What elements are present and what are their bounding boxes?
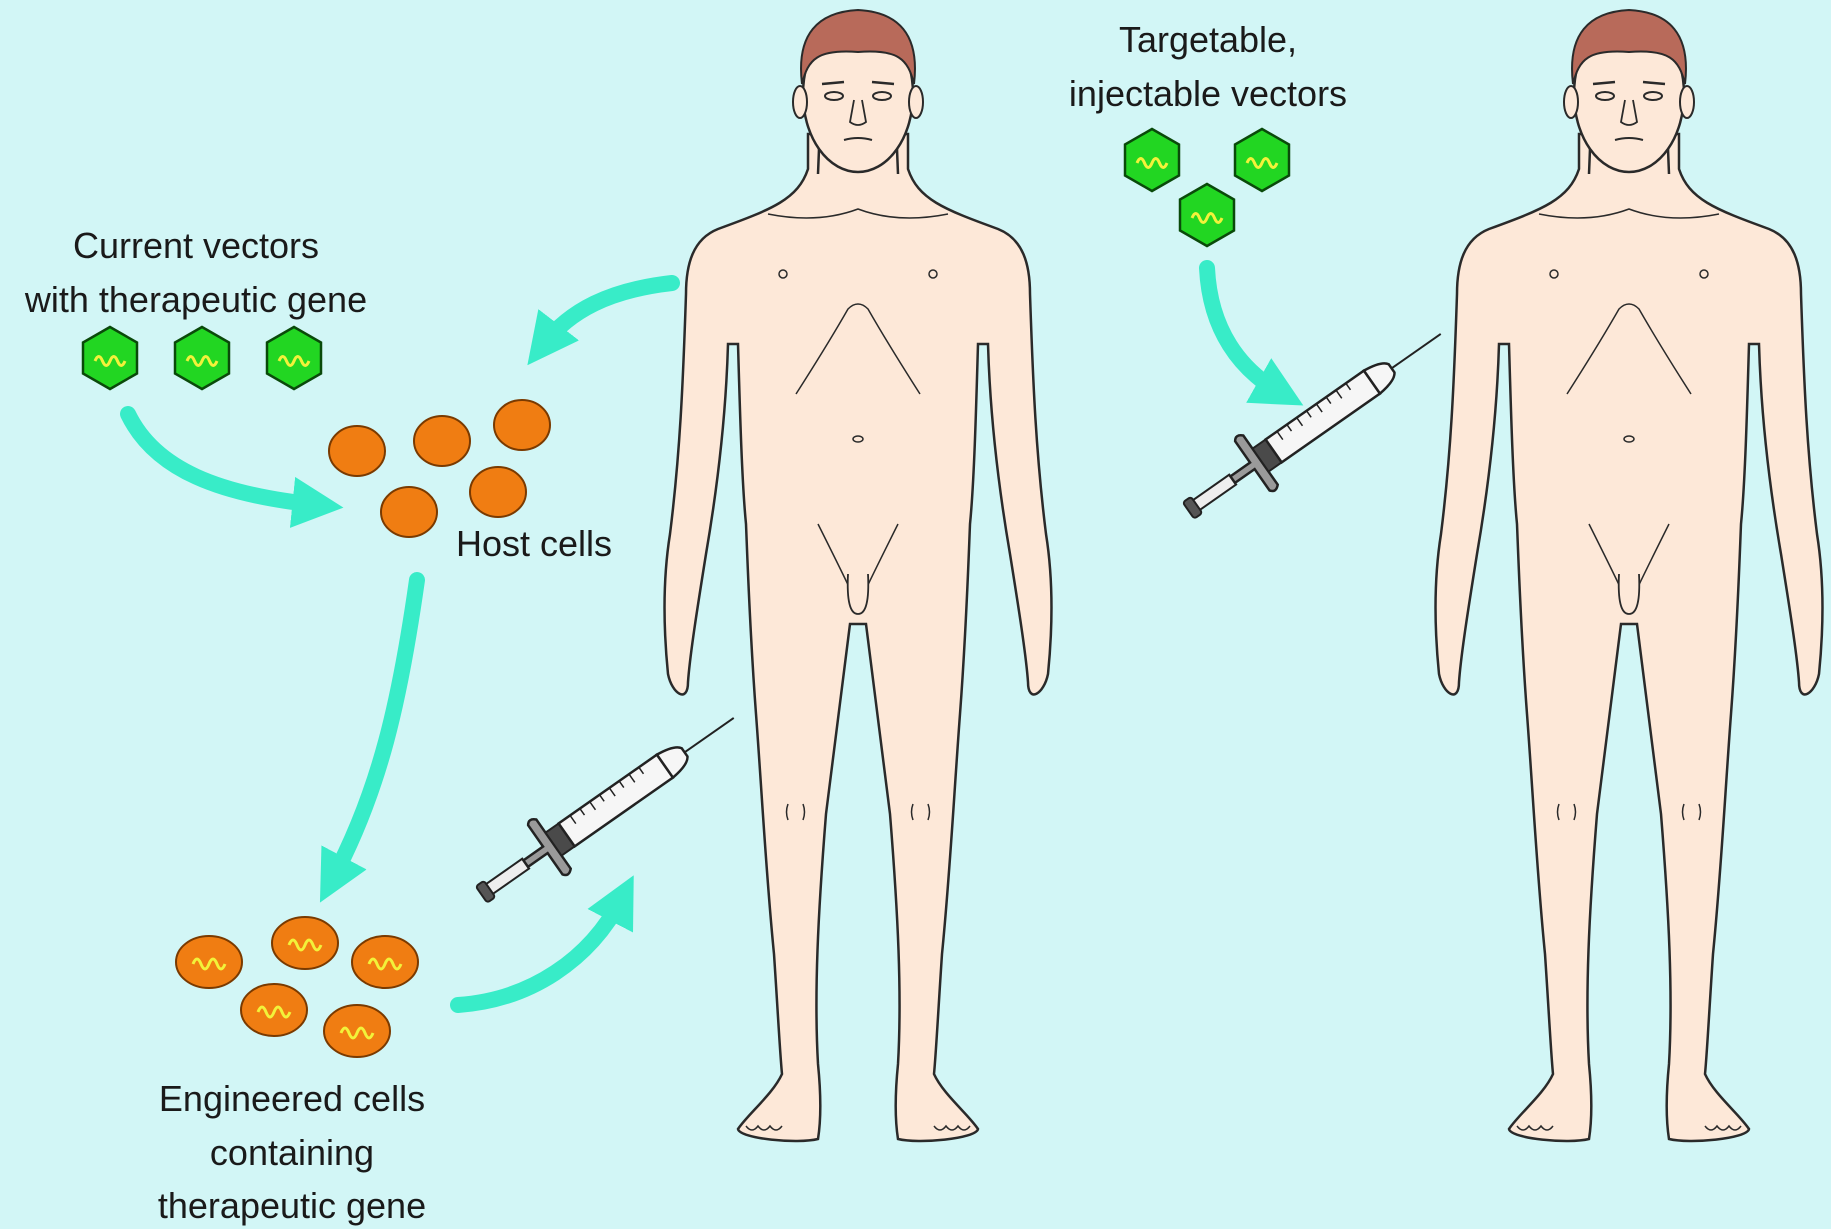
patient-figure-right [1436,10,1823,1141]
host-cells-group [329,400,550,537]
current-vectors-label-line2: with therapeutic gene [24,279,367,320]
engineered-cells-label-line1: Engineered cells [159,1078,425,1119]
circle-cell-icon [352,936,418,988]
arrow-host-to-engineered [332,580,417,880]
hexagon-virus-icon [267,327,321,389]
hexagon-virus-icon [1125,129,1179,191]
circle-cell-icon [272,917,338,969]
hexagon-virus-icon [175,327,229,389]
circle-cell-icon [470,467,526,517]
engineered-cells-group [176,917,418,1057]
circle-cell-icon [176,936,242,988]
targetable-vectors-group [1125,129,1289,246]
arrow-engineered-to-syringe [458,898,622,1005]
hexagon-virus-icon [83,327,137,389]
engineered-cells-label-line3: therapeutic gene [158,1185,426,1226]
host-cells-label: Host cells [456,523,612,564]
targetable-vectors-label-line1: Targetable, [1119,19,1297,60]
circle-cell-icon [414,416,470,466]
patient-figure-left [665,10,1052,1141]
current-vectors-label-line1: Current vectors [73,225,319,266]
circle-cell-icon [494,400,550,450]
current-vectors-group [83,327,321,389]
circle-cell-icon [329,426,385,476]
arrow-vectors-to-host-cells [128,414,318,505]
circle-cell-icon [324,1005,390,1057]
circle-cell-icon [381,487,437,537]
engineered-cells-label-line2: containing [210,1132,374,1173]
syringe-icon-left [463,691,753,922]
targetable-vectors-label-line2: injectable vectors [1069,73,1347,114]
syringe-icon-right [1170,307,1460,538]
arrow-body-to-host-cells [543,283,672,345]
circle-cell-icon [241,984,307,1036]
hexagon-virus-icon [1180,184,1234,246]
hexagon-virus-icon [1235,129,1289,191]
arrow-targetable-to-syringe [1207,268,1281,393]
